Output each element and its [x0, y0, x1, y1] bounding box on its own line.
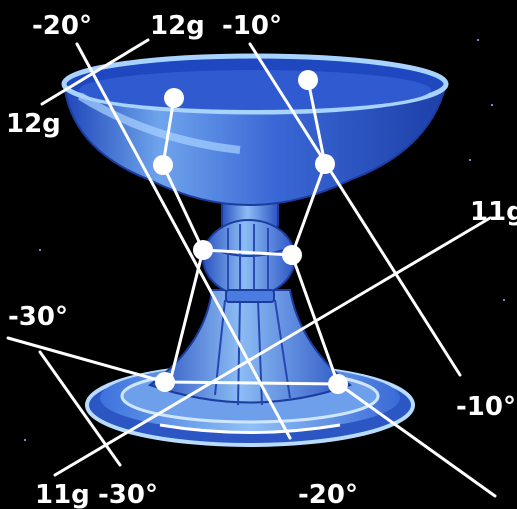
- goblet-bowl: [61, 53, 449, 207]
- label-top-left-angle: -20°: [32, 11, 92, 41]
- point-bowl-mid-right: [315, 154, 335, 174]
- label-top-right-angle: -10°: [222, 11, 282, 41]
- label-right-angle: -10°: [456, 392, 516, 422]
- measurement-lines: [6, 38, 497, 498]
- label-top-mid-weight: 12g: [150, 11, 205, 41]
- label-right-weight: 11g: [470, 197, 517, 227]
- point-base-right: [328, 374, 348, 394]
- label-left-weight: 12g: [6, 109, 61, 139]
- label-bottom-left-angle: -30°: [98, 480, 158, 509]
- star-field: [24, 39, 505, 441]
- point-knop-right: [282, 245, 302, 265]
- point-base-left: [155, 372, 175, 392]
- point-knop-left: [193, 240, 213, 260]
- goblet-foot: [147, 289, 353, 406]
- labels: -20° 12g -10° 12g 11g -30° -10° 11g -30°…: [6, 11, 517, 509]
- point-bowl-top-right: [298, 70, 318, 90]
- point-bowl-mid-left: [153, 155, 173, 175]
- label-bottom-left-weight: 11g: [35, 480, 90, 509]
- label-left-angle: -30°: [8, 302, 68, 332]
- label-bottom-mid-angle: -20°: [298, 480, 358, 509]
- measurement-points: [153, 70, 348, 394]
- goblet-knop: [202, 189, 296, 303]
- point-bowl-top-left: [164, 88, 184, 108]
